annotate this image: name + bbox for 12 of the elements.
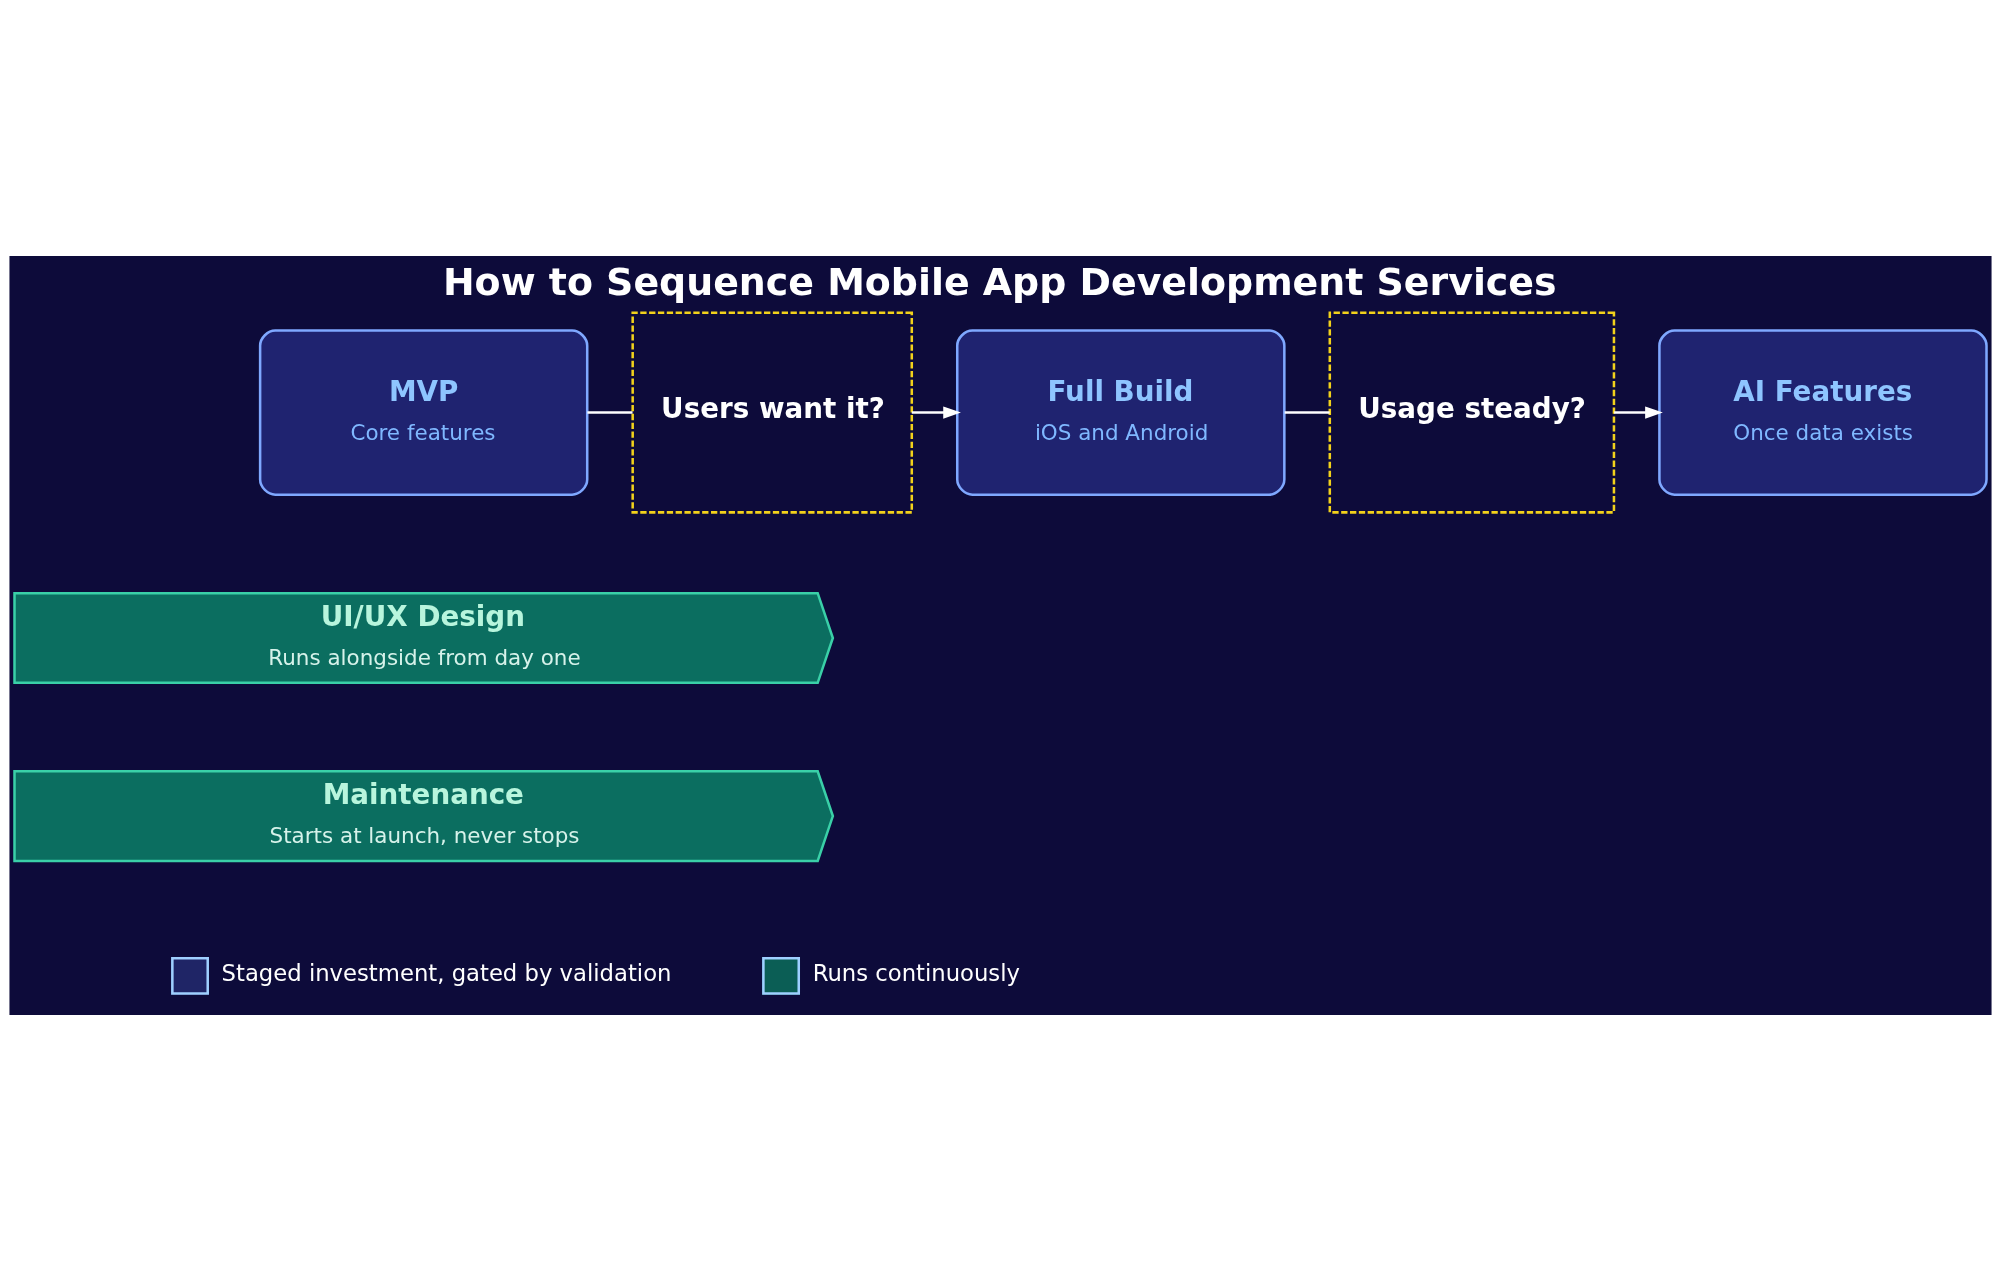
node-box: Usage steady? (1328, 311, 1615, 514)
diagram-title: How to Sequence Mobile App Development Services (442, 259, 1557, 304)
arrow (911, 405, 961, 419)
node-box: Users want it? (630, 311, 913, 514)
connector (586, 410, 633, 414)
arrow (1613, 405, 1663, 419)
node-box: MVP Core features (258, 328, 588, 496)
node-box: AI Features Once data exists (1657, 328, 1988, 496)
legend-label: Staged investment, gated by validation (221, 959, 671, 986)
legend-label: Runs continuously (812, 959, 1020, 986)
connector (1284, 410, 1330, 414)
node-box: Full Build iOS and Android (955, 328, 1286, 496)
